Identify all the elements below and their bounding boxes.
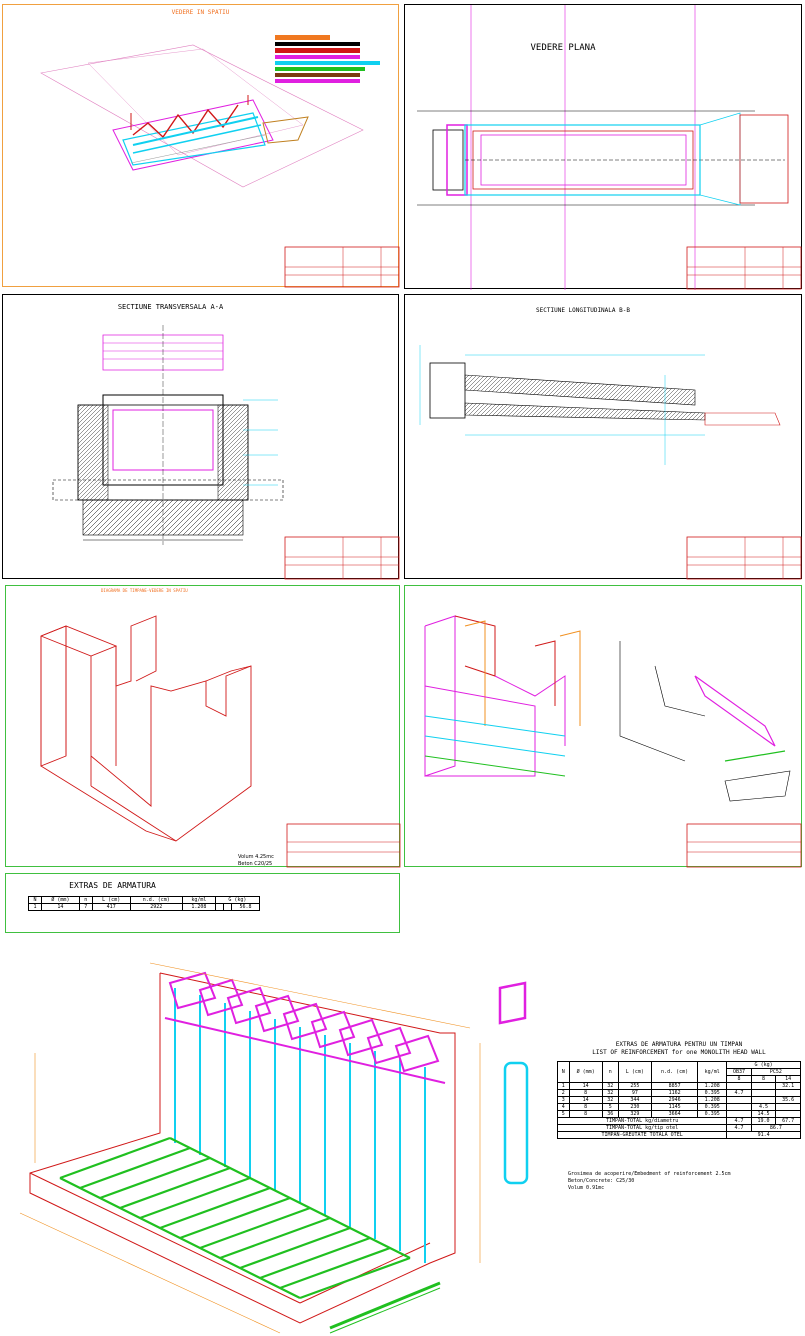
iso-drawing (40, 35, 400, 288)
extras-main-title2: LIST OF REINFORCEMENT for one MONOLITH H… (592, 1049, 766, 1056)
sheet-section-a: SECTIUNE TRANSVERSALA A-A (2, 294, 400, 580)
plan-drawing (417, 5, 802, 290)
note-concrete: Beton/Concrete: C25/30 (568, 1178, 635, 1184)
note-embedment: Grosimea de acoperire/Embedment of reinf… (568, 1171, 731, 1177)
note-volume: Volum 0.91mc (568, 1185, 605, 1191)
main-headwall-reinforcement: EXTRAS DE ARMATURA PENTRU UN TIMPAN LIST… (0, 933, 805, 1336)
sheet-title: SECTIUNE TRANSVERSALA A-A (117, 303, 224, 311)
sheet-title: SECTIUNE LONGITUDINALA B-B (536, 307, 630, 314)
headwall-rebar-drawing (19, 962, 529, 1334)
extras-main-table: N Ø (mm) n L (cm) n.d. (cm) kg/ml G (kg)… (556, 1061, 802, 1139)
sheet-plan-view: VEDERE PLANA (404, 4, 802, 290)
volume-label: Volum 4.25mc (238, 854, 274, 860)
headwall-3d-drawing (40, 615, 401, 868)
extras-top-title: EXTRAS DE ARMATURA (69, 881, 156, 890)
sheet-title: VEDERE IN SPATIU (171, 9, 230, 16)
sheet-title: DIAGRAMA DE TIMPANE-VEDERE IN SPATIU (101, 588, 188, 593)
reinforcement-3d-drawing (424, 615, 802, 868)
section-b-drawing (419, 345, 802, 580)
beton-label: Beton C20/25 (238, 861, 273, 867)
sheet-section-b: SECTIUNE LONGITUDINALA B-B (404, 294, 802, 580)
section-a-drawing (52, 325, 400, 580)
total-row: TIMPAN-GREUTATE TOTALA OTEL 91.4 (556, 1131, 801, 1139)
sheet-iso-view: VEDERE IN SPATIU (2, 4, 400, 288)
sheet-title: VEDERE PLANA (530, 43, 596, 53)
sheet-headwall-3d: DIAGRAMA DE TIMPANE-VEDERE IN SPATIU Vol… (5, 585, 401, 868)
sheet-reinforcement-3d (404, 585, 802, 868)
extras-main-title1: EXTRAS DE ARMATURA PENTRU UN TIMPAN (615, 1041, 743, 1048)
